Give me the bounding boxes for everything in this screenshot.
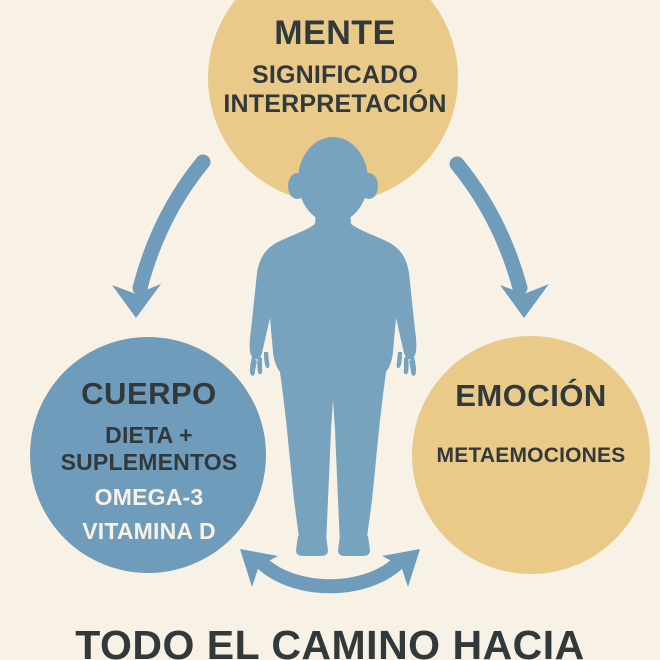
double-headed-curved-arrow-icon [240,549,420,594]
circle-mente[interactable] [208,0,458,203]
human-silhouette-icon [249,137,417,556]
caption-text: TODO EL CAMINO HACIA [75,622,585,660]
curved-arrow-down-right-icon [449,156,549,318]
circle-cuerpo[interactable] [30,337,266,573]
circle-emocion[interactable] [412,336,650,574]
curved-arrow-down-left-icon [112,154,211,318]
